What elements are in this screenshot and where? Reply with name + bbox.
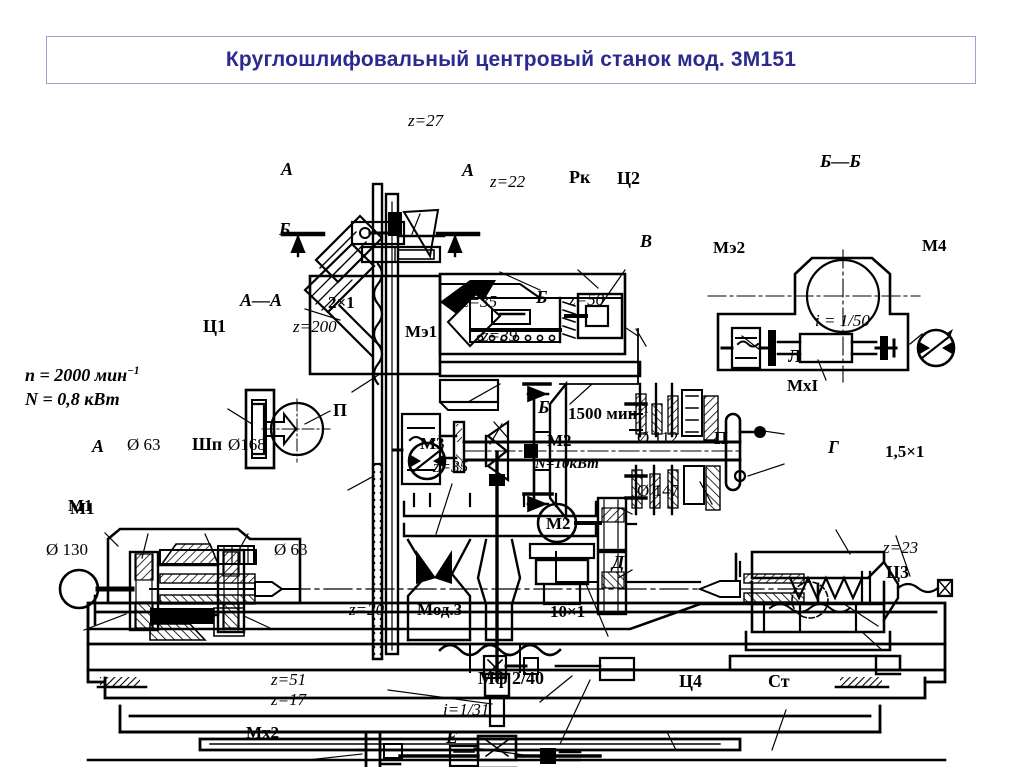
diagram-label-l26: N = 0,8 кВт [25, 389, 120, 409]
wheel-slide-assembly [438, 269, 642, 411]
section-AA [227, 388, 331, 470]
diagram-label-l37: Шп [192, 434, 223, 454]
diagram-label-l50: z=51 [271, 670, 307, 689]
diagram-label-l41: Ø 147 [637, 481, 680, 500]
diagram-label-l03: A [462, 160, 475, 180]
lower-bracket-group [402, 492, 636, 703]
diagram-label-l19: z=200 [293, 317, 337, 336]
diagram-label-l58: М1 [70, 499, 95, 518]
diagram-label-l05: Рк [569, 167, 591, 187]
diagram-label-l04: z=22 [490, 172, 526, 191]
section-BB [707, 249, 956, 383]
diagram-label-l31: Ø 112 [637, 428, 679, 447]
bed-ground-right [840, 677, 882, 686]
bed-ground-left [100, 677, 140, 686]
diagram-label-l29: М3 [420, 434, 445, 453]
diagram-label-l49: 10×1 [550, 602, 586, 621]
diagram-label-l16: Б [536, 287, 548, 307]
grinding-head-B [280, 208, 481, 393]
right-gearbox [624, 382, 785, 516]
diagram-label-l48: Мод.3 [417, 600, 463, 619]
label-superscript: −1 [127, 365, 140, 377]
diagram-label-l06: Ц2 [617, 168, 641, 188]
diagram-label-l22: Л [788, 346, 802, 366]
diagram-geometry [58, 182, 956, 767]
pulley-168 [217, 545, 255, 565]
diagram-label-l20: Мэ1 [405, 322, 438, 341]
title-bar: Круглошлифовальный центровый станок мод.… [46, 36, 976, 84]
diagram-label-l52: Ц4 [679, 671, 703, 691]
diagram-label-l38: Ø168 [228, 435, 266, 454]
main-motor-group [536, 496, 702, 616]
diagram-label-l55: i=1/31 [443, 700, 490, 719]
diagram-label-l25: П [333, 400, 348, 420]
diagram-label-l35: A [92, 436, 105, 456]
label-superscript: −1 [637, 404, 649, 416]
arm-V [559, 328, 639, 385]
diagram-label-l09: Б—Б [820, 151, 861, 171]
diagram-svg [58, 182, 956, 767]
diagram-label-l28: 1500 мин−1 [568, 404, 649, 423]
motor-M1-symbol [58, 568, 100, 610]
diagram-label-l11: М4 [922, 236, 947, 255]
diagram-label-l43: Ø 63 [274, 540, 308, 559]
diagram-label-l33: Г [828, 437, 839, 457]
headstock-assembly [83, 527, 302, 641]
center-drive-train [392, 380, 743, 682]
diagram-label-l56: Мх2 [246, 723, 280, 742]
diagram-label-l40: N=10кВт [535, 456, 599, 472]
diagram-label-l18: Ц1 [203, 316, 227, 336]
diagram-label-l13: A—A [240, 290, 283, 310]
tailstock-assembly [697, 529, 954, 676]
diagram-label-l39: z=35 [433, 457, 469, 476]
vertical-column [371, 182, 400, 661]
diagram-label-l46: Ц3 [886, 562, 910, 582]
diagram-label-l57: E [446, 727, 459, 747]
page-title: Круглошлифовальный центровый станок мод.… [225, 48, 797, 71]
table-stol [118, 704, 882, 752]
diagram-label-l14: 2×1 [328, 293, 355, 312]
diagram-label-l54: z=17 [271, 690, 307, 709]
diagram-label-l30: М2 [547, 431, 572, 450]
diagram-label-l17: z=50 [569, 290, 605, 309]
diagram-label-l51: Мф 2/40 [478, 668, 544, 688]
diagram-label-l53: Ст [768, 671, 790, 691]
diagram-label-l15: z=35 [462, 292, 498, 311]
diagram-label-l21: z=39 [482, 326, 518, 345]
diagram-label-l44: z=23 [883, 538, 919, 557]
kinematic-diagram [0, 84, 1024, 767]
diagram-label-l08: В [640, 231, 653, 251]
diagram-label-l02: A [281, 159, 294, 179]
pulley-112 [596, 496, 628, 552]
diagram-label-l34: 1,5×1 [885, 442, 925, 461]
diagram-label-l23: n = 2000 мин−1 [25, 365, 140, 385]
diagram-label-l47: z=20 [349, 600, 385, 619]
motor-label-M2: М2 [546, 514, 571, 533]
diagram-label-l45: Д [612, 552, 625, 572]
motor-label-M1: М1 [68, 496, 93, 515]
diagram-label-l27: Б [538, 397, 550, 417]
diagram-label-l10: Мэ2 [713, 238, 746, 257]
diagram-label-l42: Ø 130 [46, 540, 89, 559]
diagram-label-l36: Ø 63 [127, 435, 161, 454]
diagram-label-l07: Б [279, 219, 291, 239]
lower-feed-drive [307, 672, 602, 767]
diagram-label-l12: i = 1/50 [815, 311, 870, 330]
diagram-label-l24: МхI [787, 376, 819, 395]
diagram-label-l01: z=27 [408, 111, 444, 130]
diagram-label-l32: П [714, 428, 729, 448]
spindle-shaft [159, 573, 256, 584]
